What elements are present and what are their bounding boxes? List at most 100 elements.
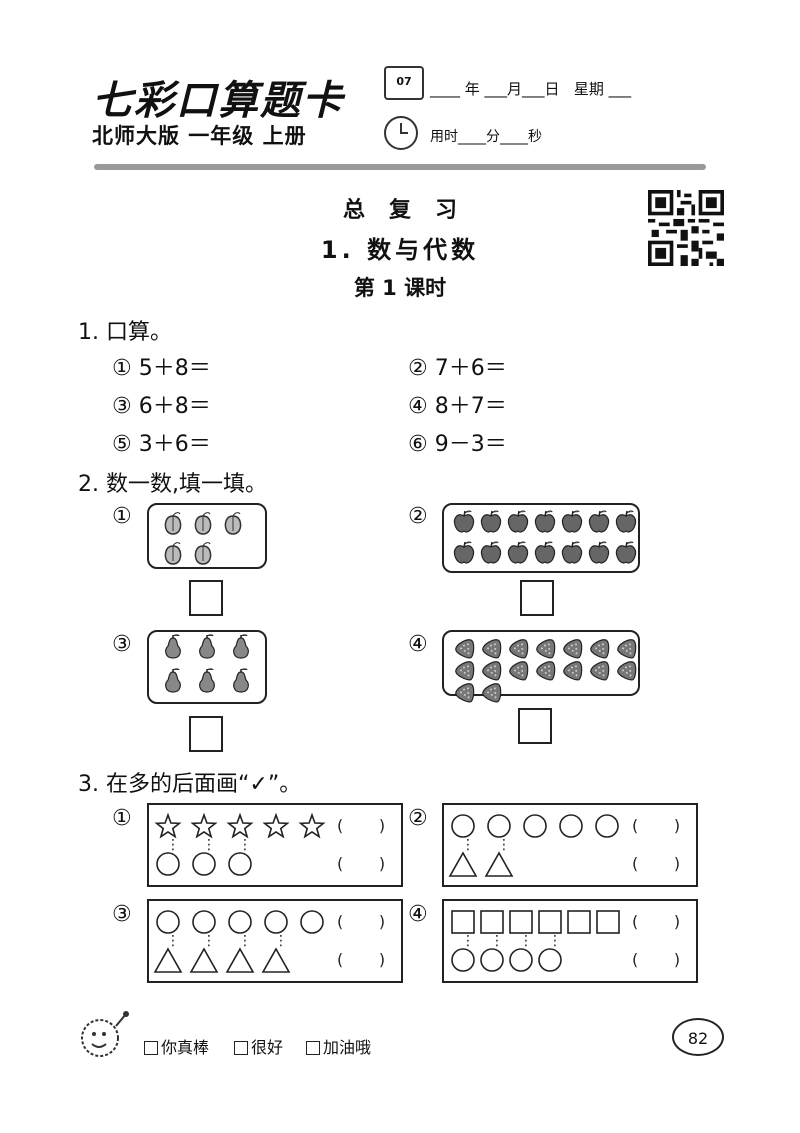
apple-icon: [615, 541, 637, 564]
q3-heading: 3. 在多的后面画“✓”。: [78, 772, 302, 797]
apple-icon: [507, 510, 529, 533]
triangle-icon: [189, 947, 219, 973]
answer-paren-top[interactable]: ( ): [337, 912, 385, 931]
strawberry-icon: [482, 639, 502, 659]
q1-item-4: ④ 8＋7＝: [408, 394, 507, 419]
q2-group-3-number: ③: [112, 632, 132, 657]
q3-group-4-shapes: ⋮⋮⋮⋮( )( ): [451, 910, 680, 972]
q1-item-3: ③ 6＋8＝: [112, 394, 211, 419]
apple-icon: [615, 510, 637, 533]
mascot-icon: [81, 1011, 129, 1057]
answer-paren-bottom[interactable]: ( ): [632, 854, 680, 873]
square-icon: [596, 910, 620, 934]
checkbox-icon[interactable]: [234, 1041, 248, 1055]
circle-icon: [192, 910, 216, 934]
strawberry-icon: [509, 639, 529, 659]
star-icon: [190, 812, 218, 839]
option-great[interactable]: 你真棒: [144, 1034, 209, 1058]
pear-icon: [199, 634, 215, 659]
topic-title: 1. 数与代数: [320, 236, 480, 264]
circle-icon: [156, 910, 180, 934]
q2-group-4-fruit-box: [442, 630, 640, 703]
circle-icon: [595, 814, 619, 838]
star-icon: [262, 812, 290, 839]
triangle-icon: [153, 947, 183, 973]
strawberry-icon: [617, 661, 637, 681]
star-icon: [154, 812, 182, 839]
edition-label: 北师大版 一年级 上册: [92, 124, 307, 148]
q1-item-6: ⑥ 9－3＝: [408, 432, 507, 457]
pear-icon: [233, 634, 249, 659]
circle-icon: [228, 910, 252, 934]
answer-paren-top[interactable]: ( ): [337, 816, 385, 835]
strawberry-icon: [590, 639, 610, 659]
strawberry-icon: [536, 639, 556, 659]
pear-icon: [233, 668, 249, 693]
triangle-icon: [225, 947, 255, 973]
star-icon: [298, 812, 326, 839]
strawberry-icon: [509, 661, 529, 681]
q1-item-5: ⑤ 3＋6＝: [112, 432, 211, 457]
q3-group-1-shapes: ⋮⋮⋮( )( ): [154, 812, 385, 876]
strawberry-icon: [590, 661, 610, 681]
q2-group-1-fruit-box: [147, 503, 267, 569]
q3-group-3-shapes: ⋮⋮⋮⋮( )( ): [153, 910, 385, 973]
qr-code-icon: [648, 190, 724, 266]
answer-paren-bottom[interactable]: ( ): [337, 950, 385, 969]
circle-icon: [509, 948, 533, 972]
dotted-connector: ⋮: [490, 933, 504, 949]
dotted-connector: ⋮: [166, 837, 180, 853]
apple-icon: [453, 541, 475, 564]
apple-icon: [588, 541, 610, 564]
star-icon: [226, 812, 254, 839]
strawberry-icon: [617, 639, 637, 659]
answer-paren-bottom[interactable]: ( ): [337, 854, 385, 873]
q2-group-3-fruit-box: [147, 630, 267, 704]
q3-group-1-number: ①: [112, 806, 132, 831]
square-icon: [567, 910, 591, 934]
answer-paren-top[interactable]: ( ): [632, 912, 680, 931]
circle-icon: [559, 814, 583, 838]
q2-group-1-answer-box[interactable]: [189, 580, 223, 616]
strawberry-icon: [536, 661, 556, 681]
strawberry-icon: [455, 683, 475, 703]
circle-icon: [192, 852, 216, 876]
circle-icon: [228, 852, 252, 876]
apple-icon: [453, 510, 475, 533]
section-title: 总复习: [342, 198, 481, 223]
apple-icon: [534, 541, 556, 564]
apple-icon: [480, 510, 502, 533]
triangle-icon: [484, 851, 514, 877]
strawberry-icon: [563, 639, 583, 659]
q2-group-3-answer-box[interactable]: [189, 716, 223, 752]
dotted-connector: ⋮: [519, 933, 533, 949]
calendar-icon: 07: [384, 66, 424, 100]
option-keep-going[interactable]: 加油哦: [306, 1034, 371, 1058]
dotted-connector: ⋮: [166, 933, 180, 949]
option-good[interactable]: 很好: [234, 1034, 283, 1058]
q2-group-2-fruit-box: [442, 503, 640, 573]
circle-icon: [523, 814, 547, 838]
apple-icon: [561, 541, 583, 564]
circle-icon: [487, 814, 511, 838]
q1-item-2: ② 7＋6＝: [408, 356, 507, 381]
answer-paren-top[interactable]: ( ): [632, 816, 680, 835]
checkbox-icon[interactable]: [144, 1041, 158, 1055]
triangle-icon: [448, 851, 478, 877]
clock-icon: [384, 116, 418, 150]
circle-icon: [451, 948, 475, 972]
peach-icon: [164, 542, 182, 565]
q3-group-3-box: ⋮⋮⋮⋮( )( ): [147, 899, 403, 983]
strawberry-icon: [563, 661, 583, 681]
answer-paren-bottom[interactable]: ( ): [632, 950, 680, 969]
circle-icon: [480, 948, 504, 972]
q3-group-4-number: ④: [408, 902, 428, 927]
circle-icon: [156, 852, 180, 876]
q2-group-2-answer-box[interactable]: [520, 580, 554, 616]
dotted-connector: ⋮: [461, 837, 475, 853]
q3-group-1-box: ⋮⋮⋮( )( ): [147, 803, 403, 887]
q1-heading: 1. 口算。: [78, 320, 172, 345]
checkbox-icon[interactable]: [306, 1041, 320, 1055]
header-divider: [94, 164, 706, 170]
q2-group-4-answer-box[interactable]: [518, 708, 552, 744]
